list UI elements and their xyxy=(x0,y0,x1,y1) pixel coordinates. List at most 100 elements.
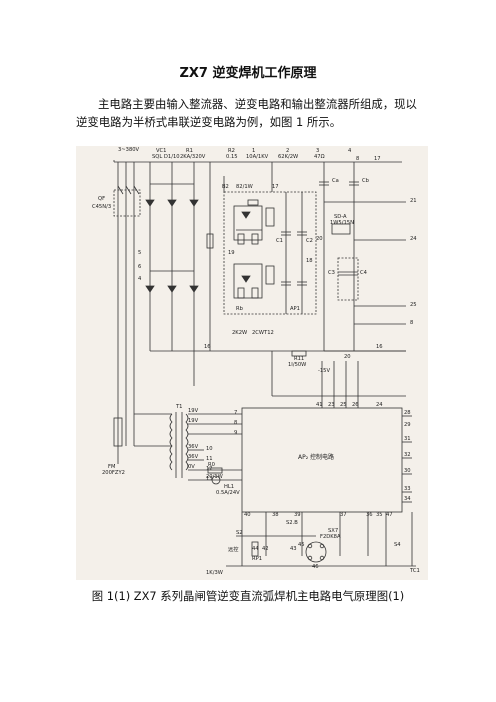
label-c4: C4 xyxy=(360,270,367,276)
label-r11n: 11 xyxy=(206,456,213,462)
label-t23: 23 xyxy=(328,402,335,408)
label-t41: 41 xyxy=(316,402,323,408)
label-s4: S4 xyxy=(394,542,401,548)
label-b46: 46 xyxy=(312,564,319,570)
label-r1-spec: 2KA/320V xyxy=(180,154,206,160)
label-r12: 12 xyxy=(206,466,213,472)
label-n17b: 17 xyxy=(272,184,279,190)
label-r28: 28 xyxy=(404,410,411,416)
label-n2: 2 xyxy=(286,148,290,154)
label-ca: Ca xyxy=(332,178,339,184)
label-r32: 32 xyxy=(404,452,411,458)
label-2cwt: 2CWT12 xyxy=(252,330,274,336)
label-r13: 13 xyxy=(206,476,213,482)
label-s2b: S2.B xyxy=(286,520,298,526)
label-tc1: TC1 xyxy=(410,568,420,574)
label-n20b: 20 xyxy=(344,354,351,360)
label-b39: 39 xyxy=(294,512,301,518)
label-r31: 31 xyxy=(404,436,411,442)
label-n24: 24 xyxy=(410,236,417,242)
label-n8: 8 xyxy=(356,156,360,162)
label-b2-spec: 82/1W xyxy=(236,184,253,190)
label-ap1: AP1 xyxy=(290,306,300,312)
label-r34: 34 xyxy=(404,496,411,502)
label-r0-spec: 20/1W xyxy=(206,474,223,480)
label-n8b: 8 xyxy=(410,320,414,326)
document-title: ZX7 逆变焊机工作原理 xyxy=(179,66,317,81)
label-r29: 29 xyxy=(404,422,411,428)
label-n3: 3 xyxy=(316,148,320,154)
label-r2-spec: 0.15 xyxy=(226,154,238,160)
label-t24: 24 xyxy=(376,402,383,408)
label-b40: 40 xyxy=(244,512,251,518)
label-supply: 3~380V xyxy=(118,147,140,153)
label-b44: 44 xyxy=(252,546,259,552)
label-fm: FM xyxy=(108,464,116,470)
label-b43: 43 xyxy=(290,546,297,552)
figure-caption: 图 1(1) ZX7 系列晶闸管逆变直流弧焊机主电路电气原理图(1) xyxy=(91,589,405,603)
label-r0: R0 xyxy=(208,462,215,468)
label-b47: 47 xyxy=(386,512,393,518)
intro-paragraph: 主电路主要由输入整流器、逆变电路和输出整流器所组成，现以逆变电路为半桥式串联逆变… xyxy=(76,97,417,129)
circuit-schematic: 3~380V VC1 SQL D1/10 R1 2KA/320V R2 0.15… xyxy=(76,146,428,580)
label-qf: QF xyxy=(98,196,106,202)
label-n2-spec: 62K/2W xyxy=(278,154,299,160)
label-cb: Cb xyxy=(362,178,369,184)
label-r1: R1 xyxy=(186,148,193,154)
label-sd-a-spec: 1W5/15N xyxy=(330,220,354,226)
label-rb: Rb xyxy=(236,306,243,312)
label-n6: 6 xyxy=(138,264,142,270)
label-t25: 25 xyxy=(340,402,347,408)
label-b42: 42 xyxy=(262,546,269,552)
label-s2: S2 xyxy=(236,530,243,536)
label-v36b: 36V xyxy=(188,454,199,460)
label-b45: 45 xyxy=(298,542,305,548)
label-vc1-spec: SQL D1/10 xyxy=(152,154,180,160)
label-n21: 21 xyxy=(410,198,417,204)
label-n3-spec: 47Ω xyxy=(314,154,325,160)
label-n4b: 4 xyxy=(138,276,142,282)
label-c1: C1 xyxy=(276,238,283,244)
label-fm-spec: 200FZY2 xyxy=(102,470,125,476)
label-n16b: 16 xyxy=(376,344,383,350)
label-v0: 0V xyxy=(188,464,195,470)
label-b2: B2 xyxy=(222,184,229,190)
label-minus15: -15V xyxy=(318,368,331,374)
label-c3: C3 xyxy=(328,270,335,276)
label-n25: 25 xyxy=(410,302,417,308)
label-v36: 36V xyxy=(188,444,199,450)
label-r11: R11 xyxy=(294,356,305,362)
label-n17: 17 xyxy=(374,156,381,162)
label-r8: 8 xyxy=(234,420,238,426)
label-vc1: VC1 xyxy=(156,148,167,154)
label-rp1: RP1 xyxy=(252,556,263,562)
schematic-labels: 3~380V VC1 SQL D1/10 R1 2KA/320V R2 0.15… xyxy=(76,146,428,580)
label-b37: 37 xyxy=(340,512,347,518)
label-n16: 16 xyxy=(204,344,211,350)
label-b35: 35 xyxy=(376,512,383,518)
label-r9: 9 xyxy=(234,430,238,436)
label-v19: 19V xyxy=(188,408,199,414)
label-2k2w: 2K2W xyxy=(232,330,248,336)
label-sd-a: SD-A xyxy=(334,214,347,220)
label-n19: 19 xyxy=(228,250,235,256)
label-hl1: HL1 xyxy=(224,484,235,490)
label-n20: 20 xyxy=(316,236,323,242)
label-r33: 33 xyxy=(404,486,411,492)
label-sx7-spec: F2DK8A xyxy=(320,534,341,540)
label-r7: 7 xyxy=(234,410,238,416)
label-n1-spec: 10A/1KV xyxy=(246,154,269,160)
label-c2: C2 xyxy=(306,238,313,244)
label-sx7: SX7 xyxy=(328,528,339,534)
label-t1: T1 xyxy=(176,404,183,410)
label-n1: 1 xyxy=(252,148,256,154)
label-n5: 5 xyxy=(138,250,142,256)
label-r11-spec: 1I/50W xyxy=(288,362,307,368)
label-hl1-spec: 0.5A/24V xyxy=(216,490,240,496)
label-v19b: 19V xyxy=(188,418,199,424)
label-rp1-spec: 1K/3W xyxy=(206,570,223,576)
label-b38: 38 xyxy=(272,512,279,518)
label-remote: 远控 xyxy=(228,547,239,553)
label-r2: R2 xyxy=(228,148,235,154)
label-n18: 18 xyxy=(306,258,313,264)
